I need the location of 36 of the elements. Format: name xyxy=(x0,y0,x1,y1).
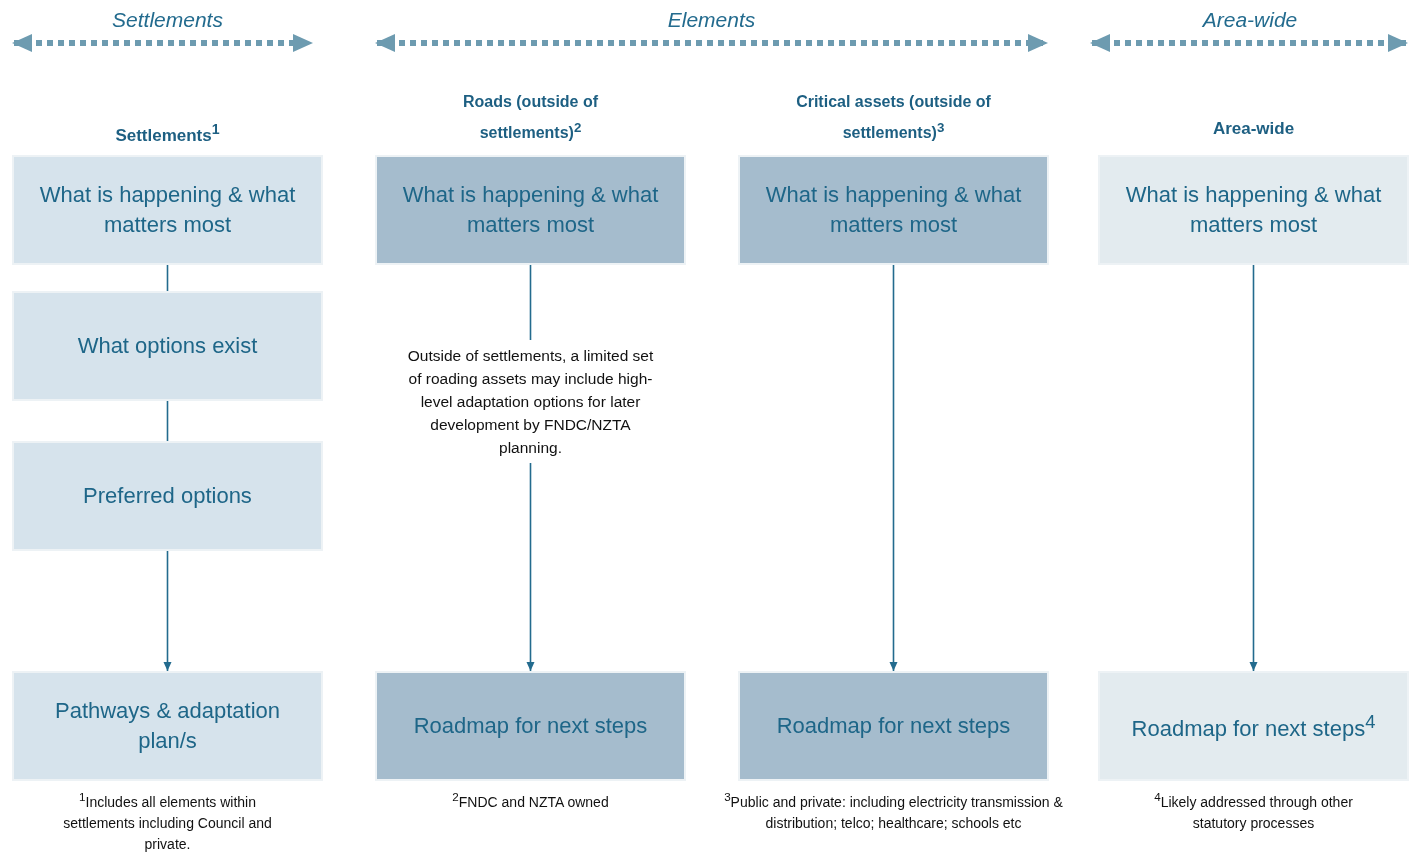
arrow xyxy=(889,264,898,672)
footnote: $^{2}$FNDC and NZTA owned xyxy=(451,789,610,812)
box-text: What is happening & what matters most xyxy=(401,181,660,239)
process-box xyxy=(1098,671,1409,781)
box-text: Roadmap for next steps xyxy=(412,712,649,740)
process-box xyxy=(375,155,686,265)
process-box xyxy=(375,671,686,781)
box-text: Preferred options xyxy=(82,482,253,510)
process-box xyxy=(1098,155,1409,265)
process-box xyxy=(738,671,1049,781)
process-box xyxy=(12,155,323,265)
box-text: What is happening & what matters most xyxy=(764,181,1023,239)
section-title: Area-wide xyxy=(1201,8,1299,32)
footnote: $^{3}$Public and private: including electricity transmission & distribution; telco; healthcare; schools etc xyxy=(723,789,1064,833)
box-text: Pathways & adaptation plan/s xyxy=(53,697,281,755)
process-box xyxy=(12,291,323,401)
column-heading: Area-wide xyxy=(1211,118,1296,140)
process-box xyxy=(12,441,323,551)
box-text: Roadmap for next steps$^{4}$ xyxy=(1130,710,1377,744)
arrow xyxy=(163,550,172,672)
process-box xyxy=(738,155,1049,265)
section-title: Settlements xyxy=(111,8,224,32)
box-text: What options exist xyxy=(76,332,259,360)
box-text: Roadmap for next steps xyxy=(775,712,1012,740)
section-title: Elements xyxy=(666,8,757,32)
footnote: $^{4}$Likely addressed through other statutory processes xyxy=(1153,789,1354,833)
arrow xyxy=(1249,264,1258,672)
process-box xyxy=(12,671,323,781)
column-heading: Settlements$^{1}$ xyxy=(114,120,221,147)
connector-line xyxy=(166,264,169,292)
footnote: $^{1}$Includes all elements within settlements including Council and private. xyxy=(62,789,273,854)
box-text: What is happening & what matters most xyxy=(38,181,297,239)
column-heading: Roads (outside of settlements)$^{2}$ xyxy=(461,92,600,144)
box-text: What is happening & what matters most xyxy=(1124,181,1383,239)
column-heading: Critical assets (outside of settlements)$^{3}$ xyxy=(795,92,992,144)
connector-line xyxy=(166,400,169,442)
